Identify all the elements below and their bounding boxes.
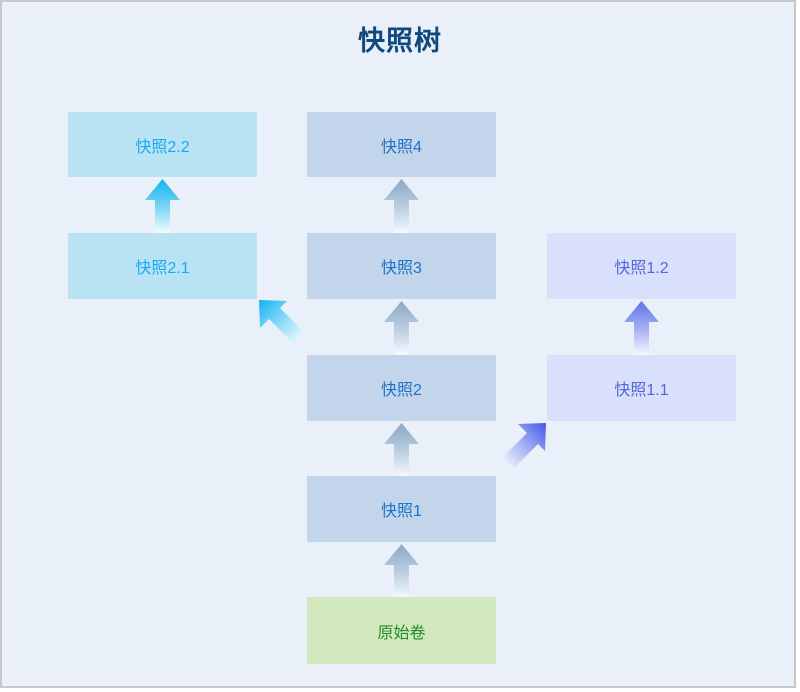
node-snapshot-4[interactable]: 快照4: [307, 112, 496, 177]
arrow-snapshot3-to-snapshot4: [383, 178, 420, 233]
arrow-snapshot1-to-snapshot2: [383, 422, 420, 477]
node-snapshot-2-2[interactable]: 快照2.2: [68, 112, 257, 177]
arrow-snapshot2-to-snapshot21: [256, 297, 308, 349]
node-label: 快照1: [381, 503, 422, 520]
node-snapshot-2[interactable]: 快照2: [307, 355, 496, 421]
node-snapshot-1-2[interactable]: 快照1.2: [547, 233, 736, 299]
node-label: 快照1.1: [614, 382, 669, 399]
page-title: 快照树: [358, 26, 442, 56]
node-label: 快照4: [381, 138, 422, 156]
arrow-snapshot21-to-snapshot22: [144, 178, 181, 233]
arrow-snapshot1-to-snapshot11: [497, 420, 549, 472]
arrow-snapshot2-to-snapshot3: [383, 300, 420, 355]
node-label: 快照2.1: [135, 260, 190, 277]
node-label: 快照2.2: [135, 138, 190, 156]
node-label: 原始卷: [377, 624, 426, 642]
node-snapshot-2-1[interactable]: 快照2.1: [68, 233, 257, 299]
node-label: 快照3: [381, 260, 422, 277]
node-snapshot-1[interactable]: 快照1: [307, 476, 496, 542]
node-label: 快照1.2: [614, 260, 669, 277]
arrow-originalvolume-to-snapshot1: [383, 543, 420, 598]
node-label: 快照2: [381, 382, 422, 399]
node-original-volume[interactable]: 原始卷: [307, 597, 496, 664]
node-snapshot-1-1[interactable]: 快照1.1: [547, 355, 736, 421]
arrow-snapshot11-to-snapshot12: [623, 300, 660, 355]
node-snapshot-3[interactable]: 快照3: [307, 233, 496, 299]
